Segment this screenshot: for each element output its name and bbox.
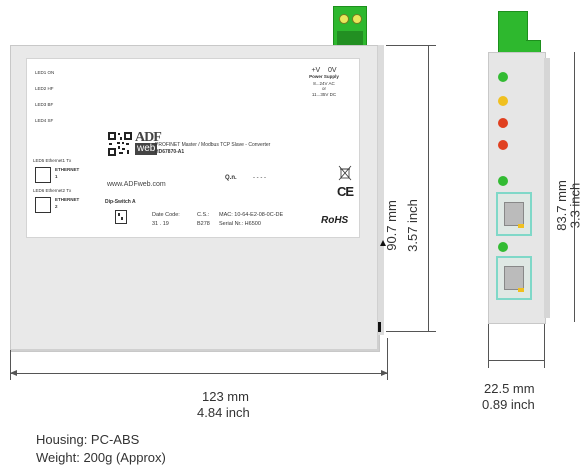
arrow-marker — [380, 240, 386, 246]
cs-value: B278 — [197, 221, 210, 227]
dip-switch-icon — [115, 210, 127, 224]
qn-value: - - - - — [253, 175, 266, 181]
arrow-right-icon — [381, 370, 388, 376]
width-inch: 4.84 inch — [197, 405, 250, 420]
terminal-screw-icon — [339, 14, 349, 24]
power-v-plus: +V — [311, 67, 321, 74]
terminal-screw-icon — [352, 14, 362, 24]
led-yellow-icon — [498, 96, 508, 106]
port-led-label: LED5 Ethernet1 Tx — [33, 158, 72, 163]
housing-spec: Housing: PC-ABS — [36, 432, 140, 447]
product-description: PROFINET Master / Modbus TCP Slave - Con… — [155, 142, 271, 148]
adf-logo: ADF web — [135, 130, 162, 156]
qr-code-icon — [107, 131, 133, 157]
led-red-icon — [498, 118, 508, 128]
ce-mark: CE — [337, 184, 354, 199]
led-label: LED4 SF — [35, 118, 54, 123]
height-dimension-line — [428, 45, 429, 331]
port-number: 1 — [55, 174, 58, 179]
ethernet-port-2: LED6 Ethernet2 Tx ETHERNET 2 — [33, 188, 79, 213]
product-label: LED1 ON LED2 HF LED3 BF LED4 SF LED5 Eth… — [26, 58, 360, 238]
mac-address: MAC: 10-64-E2-08-0C-DE — [219, 212, 284, 218]
width-dimension-line — [10, 373, 388, 374]
led-label: LED3 BF — [35, 102, 54, 107]
power-range-ac: 8...24V AC — [313, 80, 335, 86]
ethernet-port-1: LED5 Ethernet1 Tx ETHERNET 1 — [33, 158, 79, 183]
led-red-icon — [498, 140, 508, 150]
rj45-port-icon — [496, 192, 532, 236]
rohs-mark: RoHS — [321, 215, 349, 226]
power-v-zero: 0V — [327, 67, 337, 74]
port-number: 2 — [55, 204, 58, 209]
led-list: LED1 ON LED2 HF LED3 BF LED4 SF — [35, 70, 55, 135]
height-mm: 90.7 mm — [383, 200, 399, 251]
power-supply-block: +V 0V Power Supply 8...24V AC or 11...35… — [299, 67, 349, 97]
product-code: HD67870-A1 — [155, 149, 185, 155]
power-range-dc: 11...35V DC — [311, 91, 337, 97]
port-label: ETHERNET — [55, 197, 80, 202]
cs-label: C.S.: — [197, 212, 210, 218]
logo-text: ADF — [135, 130, 162, 145]
power-title: Power Supply — [309, 74, 339, 79]
serial-number: Serial Nr.: H6500 — [219, 221, 261, 227]
led-label: LED1 ON — [35, 70, 55, 75]
depth-mm: 22.5 mm — [484, 381, 535, 396]
housing-step — [378, 45, 384, 335]
website-text: www.ADFweb.com — [107, 181, 166, 188]
side-height-label: 83.7 mm 3.3 inch — [546, 170, 582, 250]
height-inch: 3.57 inch — [404, 199, 420, 252]
side-view — [484, 0, 577, 471]
date-code-value: 31 . 19 — [152, 221, 169, 227]
ethernet-icon — [35, 167, 51, 183]
arrow-left-icon — [10, 370, 17, 376]
led-green-icon — [498, 242, 508, 252]
date-code-label: Date Code: — [152, 212, 180, 218]
side-height-dimension-line — [574, 52, 575, 322]
height-dimension-label: 90.7 mm 3.57 inch — [384, 188, 424, 268]
ethernet-icon — [35, 197, 51, 213]
led-label: LED2 HF — [35, 86, 54, 91]
power-terminal — [333, 6, 367, 48]
dip-switch-label: Dip-Switch A — [105, 199, 136, 205]
led-green-icon — [498, 72, 508, 82]
side-height-inch: 3.3 inch — [567, 182, 582, 229]
power-or: or — [321, 86, 326, 91]
depth-dimension-line — [488, 360, 544, 361]
logo-subtext: web — [135, 143, 158, 155]
edge-marker — [378, 322, 381, 332]
side-terminal — [498, 11, 528, 53]
rj45-port-icon — [496, 256, 532, 300]
width-mm: 123 mm — [202, 389, 249, 404]
port-led-label: LED6 Ethernet2 Tx — [33, 188, 72, 193]
led-green-icon — [498, 176, 508, 186]
port-label: ETHERNET — [55, 167, 80, 172]
depth-inch: 0.89 inch — [482, 397, 535, 412]
qn-label: Q.n. — [225, 175, 237, 181]
weight-spec: Weight: 200g (Approx) — [36, 450, 166, 465]
weee-bin-icon — [338, 165, 352, 181]
